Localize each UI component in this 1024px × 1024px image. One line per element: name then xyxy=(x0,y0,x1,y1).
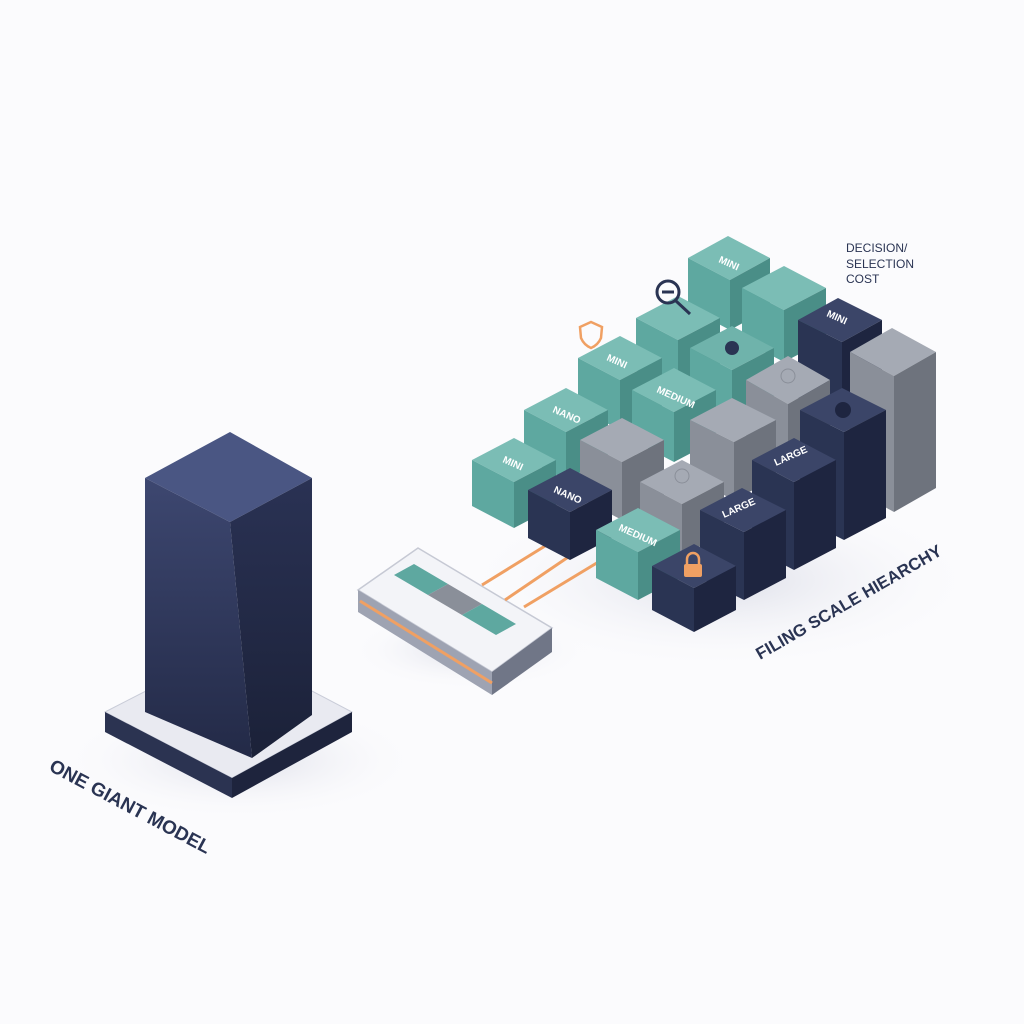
router-glow-line xyxy=(359,599,493,685)
tower-front xyxy=(145,478,252,758)
block-puzzle-teal xyxy=(690,326,774,420)
router-button-1 xyxy=(394,564,448,595)
puzzle-piece-icon xyxy=(780,368,796,384)
router-device xyxy=(356,547,554,695)
tower-top xyxy=(145,432,312,522)
cost-label: DECISION/ SELECTION COST xyxy=(846,241,914,286)
router-side xyxy=(492,628,552,695)
puzzle-piece-icon xyxy=(674,468,690,484)
tower-base-left xyxy=(105,712,232,798)
router-button-2 xyxy=(428,584,482,615)
tower-side xyxy=(230,478,312,758)
puzzle-piece-icon xyxy=(835,402,851,418)
magnifier-icon xyxy=(655,279,692,316)
link-medium-b xyxy=(523,556,606,609)
tower-base-right xyxy=(232,712,352,798)
lock-icon xyxy=(684,551,702,577)
cost-label-line3: COST xyxy=(846,272,880,286)
block-gray-middle xyxy=(690,398,776,500)
puzzle-piece-icon xyxy=(725,341,739,355)
cost-label-line1: DECISION/ xyxy=(846,241,908,255)
cost-label-line2: SELECTION xyxy=(846,257,914,271)
router-button-3 xyxy=(462,604,516,635)
shield-icon xyxy=(578,320,604,350)
block-nano-dark xyxy=(528,468,612,560)
giant-model-tower xyxy=(103,432,354,798)
